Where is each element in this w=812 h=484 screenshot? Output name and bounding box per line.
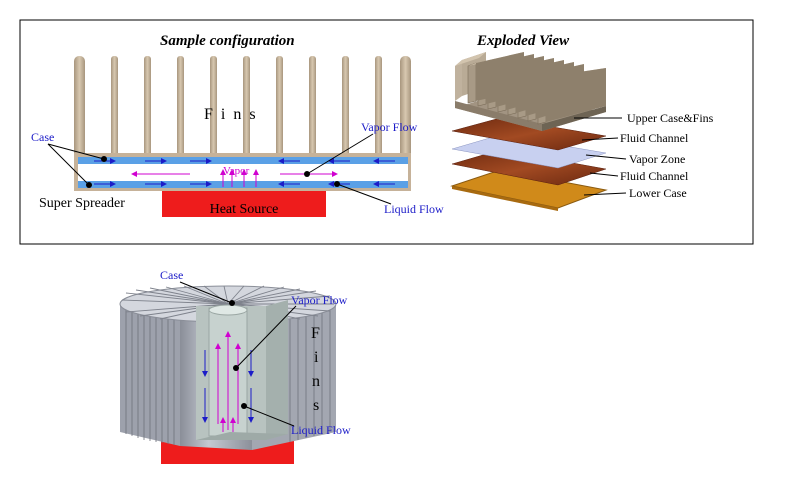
bottom-fins-letter-i: i	[314, 349, 319, 366]
core-liquid-arrows	[202, 350, 254, 423]
vapor-flow-dot	[304, 171, 310, 177]
heat-source	[162, 191, 326, 217]
liquid-flow-dot	[334, 181, 340, 187]
radial-heat-sink	[119, 285, 337, 464]
liquid-channel-arrows	[94, 158, 395, 187]
bottom-fins-letter-s: s	[313, 397, 319, 414]
fins-label: F i n s	[204, 106, 258, 123]
bottom-case-dot	[229, 300, 235, 306]
case-leader-top	[47, 143, 105, 160]
case-leader-bottom	[47, 143, 90, 186]
exploded-vapor-zone	[451, 134, 607, 169]
exploded-upper-case-fins	[455, 52, 606, 131]
exploded-fluid-channel-upper	[451, 117, 607, 151]
case-dot-bottom	[86, 182, 92, 188]
right-title: Exploded View	[476, 33, 570, 49]
label-upper-case-fins: Upper Case&Fins	[627, 111, 714, 125]
label-lower-case: Lower Case	[629, 186, 687, 200]
exploded-lower-case	[450, 169, 608, 211]
top-panel-frame	[19, 19, 754, 245]
bottom-vapor-flow-leader	[235, 305, 297, 369]
bottom-case-label: Case	[160, 268, 183, 282]
vapor-flow-label: Vapor Flow	[361, 120, 418, 134]
heat-source-label: Heat Source	[210, 202, 279, 217]
bottom-vapor-flow-dot	[233, 365, 239, 371]
bottom-liquid-flow-label: Liquid Flow	[291, 423, 351, 437]
label-fluid-channel-lower: Fluid Channel	[620, 169, 689, 183]
left-title: Sample configuration	[160, 33, 295, 49]
bottom-fins-letter-n: n	[312, 373, 320, 390]
bottom-vapor-flow-label: Vapor Flow	[291, 293, 348, 307]
exploded-leaders	[574, 117, 627, 196]
liquid-flow-leader	[336, 183, 392, 205]
case-dot-top	[101, 156, 107, 162]
core-vapor-arrows	[215, 331, 241, 432]
case-label: Case	[31, 130, 54, 144]
bottom-liquid-flow-dot	[241, 403, 247, 409]
vapor-flow-leader	[306, 133, 374, 175]
liquid-flow-label: Liquid Flow	[384, 202, 444, 216]
bottom-case-leader	[179, 281, 233, 304]
core-top	[208, 304, 248, 316]
super-spreader-label: Super Spreader	[39, 196, 125, 211]
bottom-liquid-flow-leader	[243, 405, 295, 427]
label-fluid-channel-upper: Fluid Channel	[620, 131, 689, 145]
label-vapor-zone: Vapor Zone	[629, 152, 685, 166]
vapor-label: Vapor	[223, 165, 250, 177]
vapor-arrows	[131, 169, 338, 187]
bottom-fins-letter-f: F	[311, 325, 320, 342]
